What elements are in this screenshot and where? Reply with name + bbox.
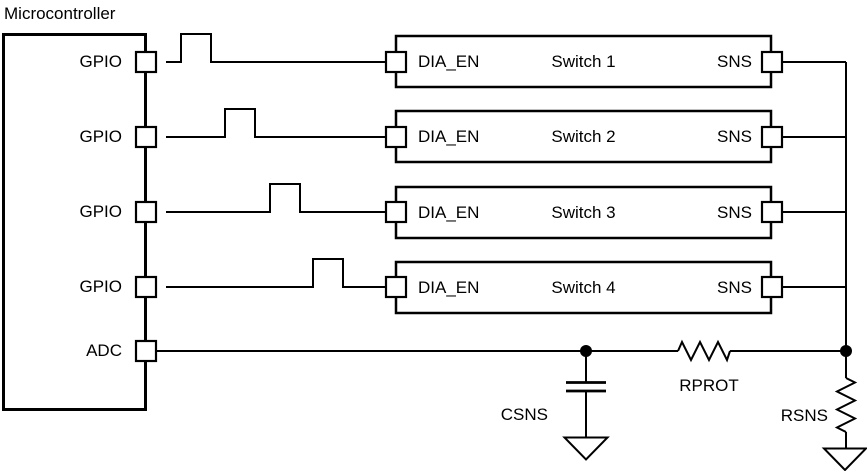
diagram-title: Microcontroller [4, 4, 116, 23]
resistor-rprot-icon [677, 339, 731, 363]
switch-1-name-label: Switch 1 [551, 52, 616, 71]
switch-2-name-label: Switch 2 [551, 127, 616, 146]
adc-sense-net [156, 339, 846, 363]
capacitor-csns-icon [566, 381, 606, 393]
switch-boxes [394, 34, 773, 315]
switch-1-enable-pin-label: DIA_EN [418, 52, 480, 71]
csns-capacitor-label: CSNS [500, 405, 548, 424]
gpio-pin-label-3: GPIO [79, 202, 122, 221]
junction-dot [840, 345, 852, 357]
pulse-waveform-1 [166, 33, 386, 63]
gpio-pin-label-1: GPIO [79, 52, 122, 71]
dia-en-pin-square-4 [384, 275, 408, 299]
resistor-rsns-icon [834, 377, 858, 433]
gpio-pin-label-2: GPIO [79, 127, 122, 146]
gpio-pin-square-3 [134, 200, 158, 224]
adc-pin-label: ADC [86, 341, 122, 360]
ground-icon [562, 436, 610, 461]
junction-dot [580, 345, 592, 357]
ground-icon [821, 447, 867, 471]
rsns-resistor-branch [821, 351, 867, 471]
dia-en-pin-square-2 [384, 125, 408, 149]
switch-3-sense-pin-label: SNS [717, 203, 752, 222]
adc-pin-square [134, 339, 158, 363]
pulse-waveform-3 [166, 183, 386, 213]
pulse-waveform-4 [166, 258, 386, 288]
dia-en-pin-square-3 [384, 200, 408, 224]
pulse-waveform-2 [166, 108, 386, 138]
switch-3-enable-pin-label: DIA_EN [418, 203, 480, 222]
gpio-pin-label-4: GPIO [79, 277, 122, 296]
gpio-pulse-waveforms [166, 33, 386, 288]
switch-4-sense-pin-label: SNS [717, 278, 752, 297]
switch-4-enable-pin-label: DIA_EN [418, 278, 480, 297]
gpio-pin-square-2 [134, 125, 158, 149]
pin-squares [134, 50, 784, 363]
sns-bus-wiring [782, 61, 847, 351]
sns-pin-square-3 [760, 200, 784, 224]
sns-pin-square-1 [760, 50, 784, 74]
rprot-resistor-label: RPROT [679, 376, 739, 395]
gpio-pin-square-1 [134, 50, 158, 74]
switch-2-enable-pin-label: DIA_EN [418, 127, 480, 146]
sns-pin-square-4 [760, 275, 784, 299]
rsns-resistor-label: RSNS [780, 406, 828, 425]
switch-3-name-label: Switch 3 [551, 203, 616, 222]
sns-pin-square-2 [760, 125, 784, 149]
csns-capacitor-branch [562, 351, 610, 461]
gpio-pin-square-4 [134, 275, 158, 299]
switch-4-name-label: Switch 4 [551, 278, 616, 297]
switch-2-sense-pin-label: SNS [717, 127, 752, 146]
dia-en-pin-square-1 [384, 50, 408, 74]
switch-1-sense-pin-label: SNS [717, 52, 752, 71]
